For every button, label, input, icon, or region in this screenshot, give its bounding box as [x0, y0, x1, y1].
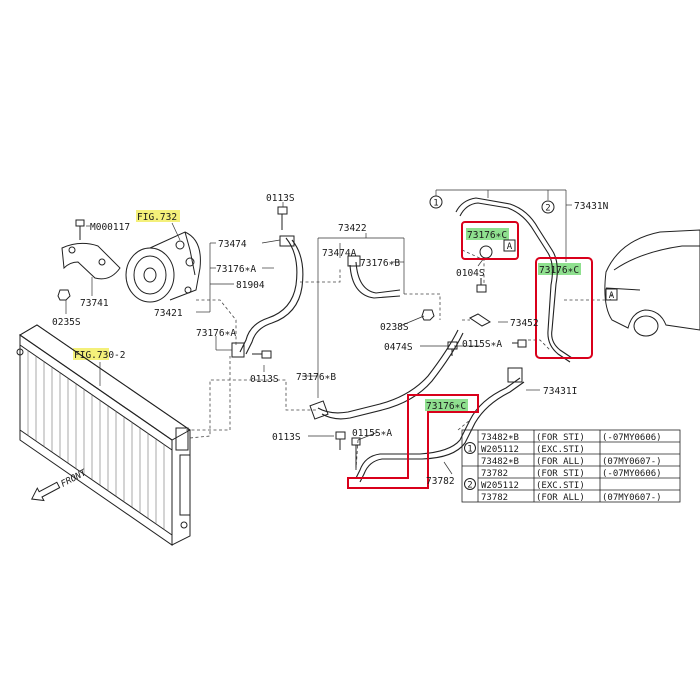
svg-text:2: 2 — [545, 204, 550, 214]
bolt-0115s-low — [351, 437, 361, 470]
red-outline-lower — [347, 394, 479, 489]
hose-73421 — [231, 235, 304, 358]
svg-text:A: A — [507, 242, 513, 252]
bolt-m000117 — [75, 219, 85, 240]
table-row: 73482∗B (FOR ALL) (07MY0607-) — [481, 457, 662, 467]
label-fig730: FIG.730-2 — [74, 350, 125, 361]
label-0104s: 0104S — [456, 268, 485, 279]
label-81904: 81904 — [236, 280, 265, 291]
condenser — [16, 324, 191, 546]
label-0115sa-mid: 0115S∗A — [462, 339, 502, 350]
label-73422: 73422 — [338, 223, 367, 234]
nut-0238s — [421, 309, 435, 321]
svg-text:FRONT: FRONT — [59, 468, 88, 490]
label-73176a-1: 73176∗A — [216, 264, 256, 275]
label-73176c-2: 73176∗C — [539, 265, 579, 276]
label-73421: 73421 — [154, 308, 183, 319]
svg-text:(07MY0607-): (07MY0607-) — [602, 493, 662, 503]
table-row: W205112 (EXC.STI) — [481, 445, 585, 455]
label-0113s-low: 0113S — [272, 432, 301, 443]
bolt-0474s — [447, 341, 458, 356]
table-group-2-marker: 2 — [464, 478, 476, 491]
label-0113s-mid: 0113S — [250, 374, 279, 385]
svg-text:W205112: W205112 — [481, 445, 519, 455]
svg-text:2: 2 — [467, 481, 472, 491]
label-0238s: 0238S — [380, 322, 409, 333]
highlight-fig730 — [73, 348, 109, 360]
label-0474s: 0474S — [384, 342, 413, 353]
label-73431n: 73431N — [574, 201, 609, 212]
svg-text:73482∗B: 73482∗B — [481, 433, 519, 443]
leader-lines — [65, 189, 572, 475]
label-73176a-2: 73176∗A — [196, 328, 236, 339]
svg-text:(FOR ALL): (FOR ALL) — [536, 457, 585, 467]
red-box-right — [535, 257, 593, 359]
label-73176c-1: 73176∗C — [467, 230, 507, 241]
svg-text:(EXC.STI): (EXC.STI) — [536, 481, 585, 491]
highlight-73176c-3 — [425, 399, 468, 411]
ref-circle-1: 1 — [429, 195, 443, 209]
svg-text:(FOR STI): (FOR STI) — [536, 469, 585, 479]
table-row: 73782 (FOR STI) (-07MY0606) — [481, 469, 662, 479]
front-arrow: FRONT — [30, 468, 89, 502]
compressor — [125, 231, 201, 303]
svg-text:W205112: W205112 — [481, 481, 519, 491]
highlight-73176c-2 — [538, 263, 581, 275]
callout-labels: FIG.732 M000117 73741 0235S 0113S 73474 … — [52, 193, 609, 487]
svg-text:A: A — [609, 291, 615, 301]
label-73452: 73452 — [510, 318, 539, 329]
applicability-table: 1 2 73482∗B (FOR STI) (-07MY0606) W20511… — [461, 429, 681, 503]
marker-a-box-1: A — [503, 239, 516, 252]
svg-text:1: 1 — [433, 199, 438, 209]
label-73782: 73782 — [426, 476, 455, 487]
table-row: 73782 (FOR ALL) (07MY0607-) — [481, 493, 662, 503]
svg-text:1: 1 — [467, 445, 472, 455]
svg-text:(EXC.STI): (EXC.STI) — [536, 445, 585, 455]
label-73176c-3: 73176∗C — [426, 401, 466, 412]
label-fig732: FIG.732 — [137, 212, 177, 223]
bolt-0113s-top — [277, 206, 288, 230]
label-73176b-1: 73176∗B — [360, 258, 400, 269]
svg-text:73782: 73782 — [481, 493, 508, 503]
label-73741: 73741 — [80, 298, 109, 309]
label-73431i: 73431I — [543, 386, 577, 397]
ref-circle-2: 2 — [541, 200, 555, 214]
label-0115sa-low: 0115S∗A — [352, 428, 392, 439]
marker-a-box-2: A — [605, 288, 618, 301]
red-box-upper — [461, 221, 519, 260]
highlight-fig732 — [136, 210, 180, 222]
svg-text:(-07MY0606): (-07MY0606) — [602, 469, 662, 479]
label-73474a: 73474A — [322, 248, 357, 259]
bolt-0113s-low — [335, 431, 346, 450]
svg-text:(-07MY0606): (-07MY0606) — [602, 433, 662, 443]
svg-text:73782: 73782 — [481, 469, 508, 479]
svg-text:(FOR ALL): (FOR ALL) — [536, 493, 585, 503]
bolt-0113s-mid — [252, 350, 272, 359]
svg-text:(FOR STI): (FOR STI) — [536, 433, 585, 443]
svg-text:(07MY0607-): (07MY0607-) — [602, 457, 662, 467]
clamp-73452 — [469, 313, 491, 327]
vehicle-outline — [604, 229, 700, 337]
highlight-73176c-1 — [466, 228, 509, 240]
table-group-1-marker: 1 — [464, 442, 476, 455]
label-73176b-2: 73176∗B — [296, 372, 336, 383]
svg-text:73482∗B: 73482∗B — [481, 457, 519, 467]
red-annotations — [347, 221, 593, 489]
pipe-73431i — [355, 367, 525, 483]
table-row: W205112 (EXC.STI) — [481, 481, 585, 491]
table-row: 73482∗B (FOR STI) (-07MY0606) — [481, 433, 662, 443]
bolt-0235s — [57, 289, 71, 301]
label-0235s: 0235S — [52, 317, 81, 328]
bolt-0115s-mid — [512, 339, 527, 348]
label-73474: 73474 — [218, 239, 247, 250]
bracket-73741 — [61, 242, 121, 280]
label-0113s-top: 0113S — [266, 193, 295, 204]
bolt-0104s — [476, 278, 487, 293]
label-m000117: M000117 — [90, 222, 130, 233]
